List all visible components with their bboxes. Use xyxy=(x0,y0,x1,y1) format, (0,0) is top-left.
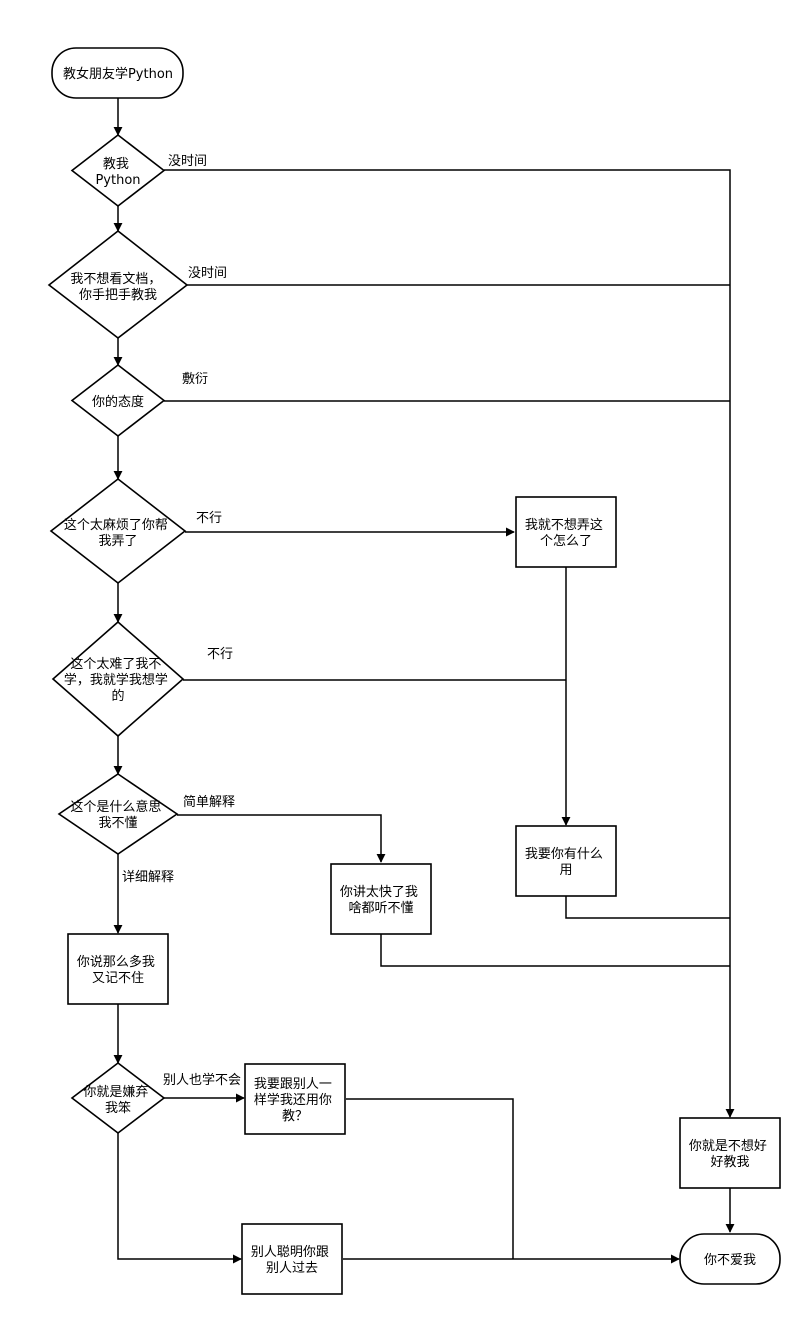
decision-too-troublesome-label: 这个太麻烦了你帮 我弄了 xyxy=(64,517,172,549)
box-dont-want-to-do-label: 我就不想弄这 个怎么了 xyxy=(525,517,607,549)
decision-think-stupid-label: 你就是嫌弃 我笨 xyxy=(83,1085,152,1116)
box-too-fast-label: 你讲太快了我 啥都听不懂 xyxy=(340,885,422,916)
node-labels: 教女朋友学Python 教我 Python 我不想看文档， 你手把手教我 你的态… xyxy=(63,66,771,1276)
edge-label-simple-explain: 简单解释 xyxy=(183,794,235,810)
edge-d6-to-fast xyxy=(177,814,386,863)
decision-no-docs-label: 我不想看文档， 你手把手教我 xyxy=(70,271,165,303)
box-dont-want-teach xyxy=(679,1117,781,1189)
decision-no-docs xyxy=(47,229,189,340)
decision-teach-me-python-label: 教我 Python xyxy=(95,156,140,188)
box-too-fast xyxy=(330,863,432,935)
box-learn-like-others-label: 我要跟别人一 样学我还用你 教？ xyxy=(254,1077,336,1124)
box-whats-your-use xyxy=(515,825,617,897)
edge-d1-to-notwant xyxy=(164,169,735,1118)
shapes xyxy=(47,47,781,1295)
decision-what-meaning-label: 这个是什么意思 我不懂 xyxy=(70,799,165,831)
box-others-smart-label: 别人聪明你跟 别人过去 xyxy=(251,1245,333,1276)
box-others-smart xyxy=(241,1223,343,1295)
edge-label-detailed-explain: 详细解释 xyxy=(122,870,174,885)
box-too-much xyxy=(67,933,169,1005)
box-dont-want-teach-label: 你就是不想好 好教我 xyxy=(689,1138,771,1170)
box-whats-your-use-label: 我要你有什么 用 xyxy=(525,847,607,878)
decision-too-hard xyxy=(51,620,185,738)
edge-label-no-2: 不行 xyxy=(207,647,233,662)
start-label: 教女朋友学Python xyxy=(63,66,173,82)
edge-label-others-cannot: 别人也学不会 xyxy=(163,1072,241,1088)
end-terminator xyxy=(679,1233,781,1285)
end-label: 你不爱我 xyxy=(704,1253,756,1268)
box-learn-like-others xyxy=(244,1063,346,1135)
edge-d7-to-smart xyxy=(117,1133,242,1264)
edge-label-no-time-1: 没时间 xyxy=(168,154,207,169)
edge-labels: 没时间 没时间 敷衍 不行 不行 简单解释 详细解释 别人也学不会 xyxy=(122,154,241,1088)
edge-label-perfunctory: 敷衍 xyxy=(182,372,208,387)
decision-attitude-label: 你的态度 xyxy=(92,394,144,410)
box-too-much-label: 你说那么多我 又记不住 xyxy=(77,954,159,986)
box-dont-want-to-do xyxy=(515,496,617,568)
edge-fast-to-trunk xyxy=(380,934,730,967)
edge-use-to-trunk xyxy=(565,896,730,919)
decision-what-meaning xyxy=(57,773,179,855)
connectors xyxy=(113,98,735,1264)
decision-think-stupid xyxy=(70,1061,166,1135)
decision-teach-me-python xyxy=(70,133,166,208)
edge-label-no-1: 不行 xyxy=(196,511,222,526)
edge-label-no-time-2: 没时间 xyxy=(188,266,227,281)
decision-too-hard-label: 这个太难了我不 学，我就学我想学 的 xyxy=(64,656,172,704)
decision-too-troublesome xyxy=(49,477,187,585)
edge-others-to-end xyxy=(346,1098,514,1259)
decision-attitude xyxy=(70,363,166,438)
start-terminator xyxy=(51,47,184,99)
